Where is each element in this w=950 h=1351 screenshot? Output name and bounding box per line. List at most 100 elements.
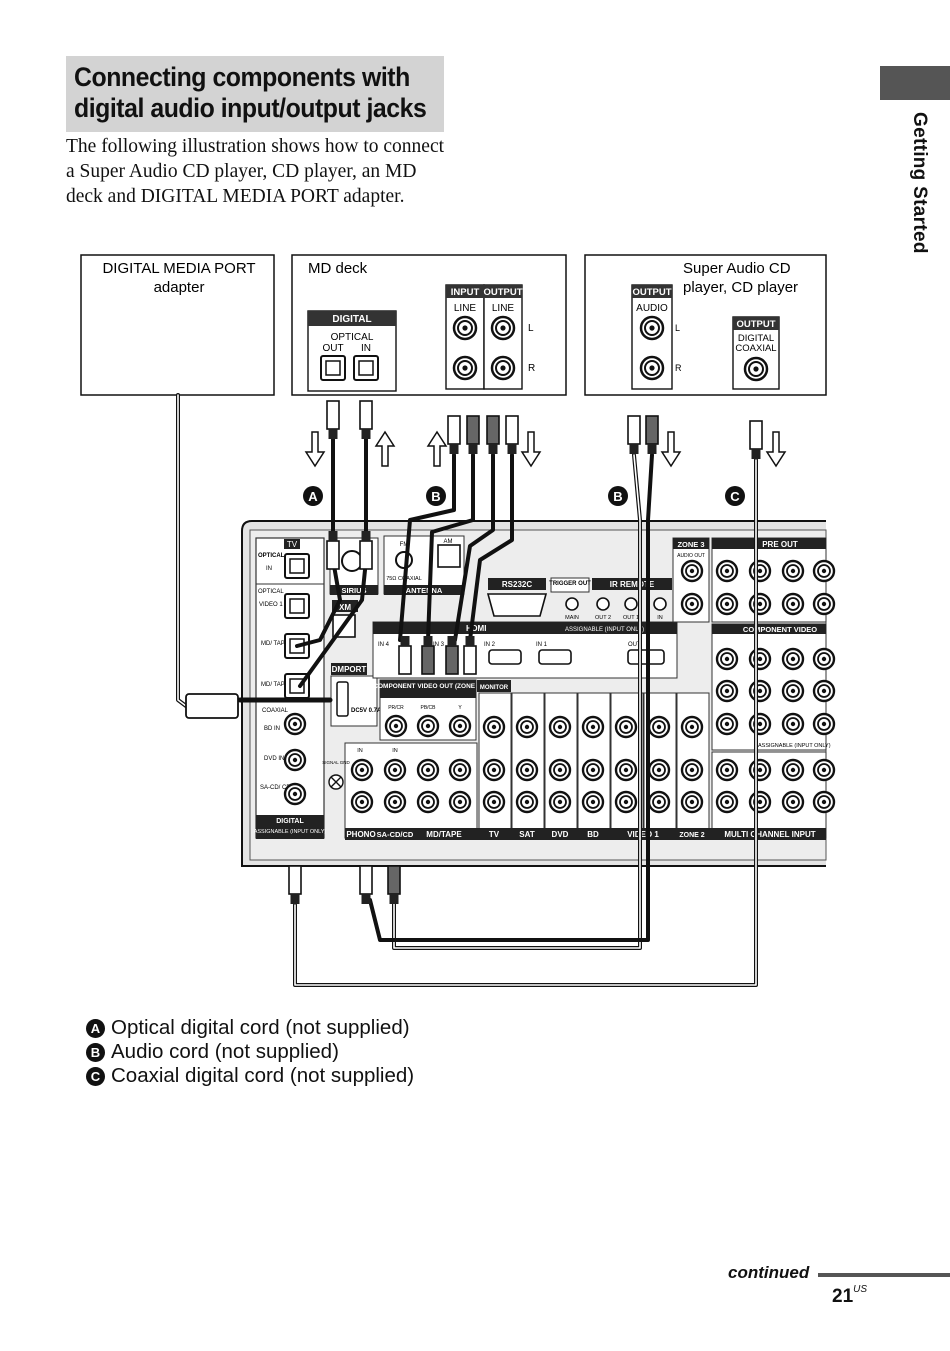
- recv-phono-in-label: IN: [357, 748, 363, 754]
- legend-marker-a: A: [86, 1018, 105, 1038]
- md-digital-label: DIGITAL: [332, 314, 371, 325]
- recv-signal-gnd-label: SIGNAL GND: [322, 760, 350, 765]
- recv-dmport-label: DMPORT: [332, 665, 367, 674]
- page-number-suffix: US: [853, 1284, 868, 1295]
- recv-ir-in-label: IN: [657, 615, 663, 621]
- recv-hdmi-in4-label: IN 4: [378, 642, 390, 648]
- sacd-coaxial-label: COAXIAL: [735, 343, 776, 354]
- legend-text-b: Audio cord (not supplied): [111, 1040, 339, 1063]
- cord-legend: A Optical digital cord (not supplied) B …: [86, 1016, 414, 1088]
- recv-ir-remote-label: IR REMOTE: [610, 580, 655, 589]
- md-output-r-jack: [490, 355, 516, 381]
- recv-hdmi-in1-label: IN 1: [536, 642, 548, 648]
- recv-component-assignable-label: ASSIGNABLE (INPUT ONLY): [758, 743, 831, 749]
- legend-text-c: Coaxial digital cord (not supplied): [111, 1064, 415, 1087]
- md-optical-label: OPTICAL: [331, 332, 374, 343]
- sacd-label-1: Super Audio CD: [683, 260, 791, 277]
- recv-sacd-label: SA-CD/CD: [377, 830, 414, 839]
- recv-ir-out2-label: OUT 2: [595, 615, 611, 621]
- recv-hdmi-in3-label: IN 3: [433, 642, 445, 648]
- recv-monitor-label: MONITOR: [480, 685, 509, 691]
- recv-bd-label: BD: [587, 830, 599, 839]
- signal-gnd-icon: [328, 774, 344, 790]
- recv-dvd-label: DVD: [552, 830, 569, 839]
- md-optical-in-jack: [353, 355, 379, 381]
- recv-trigger-out-label: TRIGGER OUT: [549, 581, 591, 587]
- legend-row-b: B Audio cord (not supplied): [86, 1040, 414, 1064]
- sacd-coax-output-label: OUTPUT: [736, 319, 775, 330]
- legend-row-c: C Coaxial digital cord (not supplied): [86, 1064, 414, 1088]
- sacd-r-label: R: [675, 363, 682, 373]
- recv-hdmi-assignable-label: ASSIGNABLE (INPUT ONLY): [565, 627, 644, 633]
- recv-am-label: AM: [444, 539, 453, 545]
- recv-rs232c-label: RS232C: [502, 580, 532, 589]
- sacd-coaxial-jack: [743, 356, 769, 382]
- section-title-box: Connecting components with digital audio…: [66, 56, 444, 132]
- continued-label: continued: [728, 1263, 810, 1282]
- recv-bd-in-label: BD IN: [264, 726, 280, 732]
- md-output-line-label: LINE: [492, 303, 515, 314]
- recv-xm-label: XM: [339, 603, 351, 612]
- md-input-l-jack: [452, 315, 478, 341]
- md-deck-label: MD deck: [308, 260, 368, 277]
- continued-rule: [818, 1273, 950, 1277]
- sacd-audio-l-jack: [639, 315, 665, 341]
- recv-md-tape-out-label: MD/ TAPE OUT: [261, 682, 303, 688]
- receiver-rear-panel: TV OPTICAL IN OPTICAL VIDEO 1 IN MD/ TAP…: [241, 520, 836, 867]
- sacd-label-2: player, CD player: [683, 279, 798, 296]
- recv-video1-label: VIDEO 1: [627, 830, 659, 839]
- recv-optical-video1-jack: [284, 593, 310, 619]
- md-optical-in-label: IN: [361, 343, 371, 354]
- page-number-value: 21: [832, 1286, 854, 1307]
- sacd-audio-label: AUDIO: [636, 303, 668, 314]
- recv-antenna-label: ANTENNA: [406, 586, 443, 595]
- recv-tv-tag: TV: [287, 540, 298, 549]
- cable-plugs: [185, 400, 763, 905]
- recv-pb-label: PB/CB: [420, 705, 436, 711]
- recv-digital-label: DIGITAL: [276, 818, 304, 825]
- recv-coaxial-label: COAXIAL: [262, 708, 289, 714]
- md-optical-out-label: OUT: [322, 343, 343, 354]
- legend-marker-b: B: [86, 1042, 105, 1062]
- dmport-plug: [185, 693, 239, 719]
- marker-a: A: [308, 489, 318, 504]
- title-line-1: Connecting components with: [74, 62, 410, 92]
- recv-optical-label-1: OPTICAL: [258, 553, 285, 559]
- recv-optical-tv-jack: [284, 553, 310, 579]
- recv-zone3-label: ZONE 3: [677, 540, 704, 549]
- marker-c: C: [730, 489, 740, 504]
- page-number: 21US: [832, 1284, 868, 1308]
- cables: [176, 393, 758, 987]
- title-line-2: digital audio input/output jacks: [74, 93, 427, 123]
- section-title: Connecting components with digital audio…: [74, 62, 451, 124]
- md-output-l-jack: [490, 315, 516, 341]
- sacd-player-box: Super Audio CD player, CD player OUTPUT …: [584, 254, 827, 396]
- md-output-label: OUTPUT: [483, 287, 522, 298]
- signal-direction-arrows: [304, 430, 787, 468]
- recv-hdmi-in2-label: IN 2: [484, 642, 496, 648]
- md-optical-out-jack: [320, 355, 346, 381]
- recv-dvd-in-label: DVD IN: [264, 756, 284, 762]
- sacd-l-label: L: [675, 323, 680, 333]
- recv-av-columns: [478, 692, 710, 839]
- cord-markers: A B B C: [303, 486, 745, 506]
- recv-digital-assignable-label: ASSIGNABLE (INPUT ONLY): [254, 829, 327, 835]
- recv-tv-label: TV: [489, 830, 500, 839]
- marker-b-sacd: B: [613, 489, 622, 504]
- recv-phono-label: PHONO: [346, 830, 375, 839]
- recv-fm-label: FM: [400, 542, 409, 548]
- recv-coax-bd-jack: [283, 712, 307, 736]
- md-deck-box: MD deck DIGITAL OPTICAL OUT IN INPUT OUT…: [291, 254, 567, 396]
- md-input-r-jack: [452, 355, 478, 381]
- recv-component-out-label: COMPONENT VIDEO OUT (ZONE 2): [373, 683, 482, 690]
- marker-b-md: B: [431, 489, 440, 504]
- sacd-audio-r-jack: [639, 355, 665, 381]
- recv-pr-label: PR/CR: [388, 705, 404, 711]
- dmport-adapter-label-2: adapter: [154, 279, 205, 296]
- md-input-label: INPUT: [451, 287, 480, 298]
- recv-video1-optical-label: VIDEO 1 IN: [259, 602, 290, 608]
- intro-paragraph: The following illustration shows how to …: [66, 136, 445, 207]
- recv-sirius-label: SIRIUS: [341, 586, 366, 595]
- sacd-output-label: OUTPUT: [632, 287, 671, 298]
